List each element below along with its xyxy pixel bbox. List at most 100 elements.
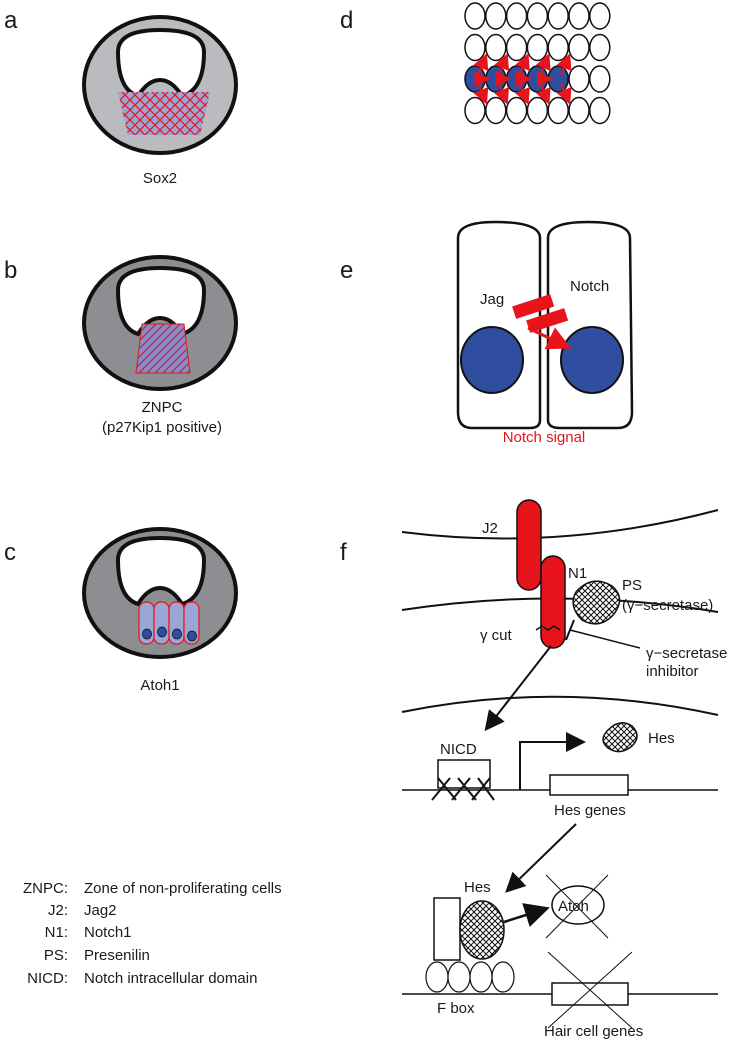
notch-signal-caption: Notch signal xyxy=(503,429,586,446)
n1-label: N1 xyxy=(568,565,587,582)
legend-meaning: Notch1 xyxy=(84,924,132,941)
n1-receptor xyxy=(540,555,566,649)
supporting-cell xyxy=(547,2,569,30)
legend-abbr: J2: xyxy=(48,902,68,919)
atoh-inhibition-arrow xyxy=(503,903,550,927)
ps-label: PS xyxy=(622,577,642,594)
legend-meaning: Jag2 xyxy=(84,902,117,919)
gamma-cut-label: γ cut xyxy=(480,627,513,644)
supporting-cell xyxy=(464,33,486,62)
panel-f-receptors xyxy=(516,499,641,649)
supporting-cell xyxy=(526,2,549,30)
hes-gene-box xyxy=(549,774,629,796)
gamma-cut-mark xyxy=(535,625,561,631)
legend-meaning: Presenilin xyxy=(84,947,150,964)
supporting-cell xyxy=(526,96,549,125)
supporting-cell xyxy=(547,96,569,125)
supporting-cell xyxy=(589,2,611,30)
supporting-cell xyxy=(505,96,528,125)
fbox-repeat xyxy=(491,961,515,993)
legend-abbr: ZNPC: xyxy=(23,880,68,897)
hes-protein-bound xyxy=(459,900,505,960)
znpc-domain xyxy=(135,323,191,374)
hes-repression-arrow xyxy=(505,823,577,893)
nucleus xyxy=(172,628,182,640)
signal-receiving-cell xyxy=(546,220,634,430)
nucleus xyxy=(157,626,167,638)
supporting-cell xyxy=(568,96,590,125)
fbox-label: F box xyxy=(437,1000,475,1017)
legend-meaning: Zone of non-proliferating cells xyxy=(84,880,282,897)
atoh-strike-b xyxy=(545,874,609,939)
panel-a-letter: a xyxy=(4,7,18,34)
supporting-cell xyxy=(505,33,528,62)
nucleus xyxy=(142,628,152,640)
legend-abbr: NICD: xyxy=(27,970,68,987)
panel-a-caption: Sox2 xyxy=(143,170,177,187)
hair-cell-gene-repression xyxy=(402,874,718,1029)
nuclear-membrane xyxy=(401,695,719,716)
notch-receptor xyxy=(526,308,569,333)
supporting-cell xyxy=(547,33,569,62)
atoh-label: Atoh xyxy=(558,898,589,915)
presenilin-blob xyxy=(572,580,621,625)
inhibitor-line xyxy=(569,629,641,649)
signal-arrow xyxy=(527,326,572,350)
hair-cell-genes-label: Hair cell genes xyxy=(544,1023,643,1040)
inhibitor-label-line2: inhibitor xyxy=(646,663,699,680)
supporting-cell xyxy=(568,2,590,30)
supporting-cell xyxy=(526,33,549,62)
sox2-domain xyxy=(118,92,210,135)
legend-meaning: Notch intracellular domain xyxy=(84,970,257,987)
panel-c-letter: c xyxy=(4,539,16,566)
supporting-cell xyxy=(464,96,486,125)
inhibitor-bar xyxy=(565,619,575,641)
panel-b-caption-line1: ZNPC xyxy=(142,399,183,416)
j2-ligand xyxy=(516,499,542,591)
supporting-cell xyxy=(485,2,507,30)
nicd-label: NICD xyxy=(440,741,477,758)
nicd-translocation-arrow xyxy=(484,645,552,732)
jag-label: Jag xyxy=(480,291,504,308)
supporting-cell xyxy=(589,33,611,62)
supporting-cell xyxy=(485,33,507,62)
supporting-cell xyxy=(568,33,590,62)
j2-label: J2 xyxy=(482,520,498,537)
fbox-repeat xyxy=(469,961,493,993)
panel-d-letter: d xyxy=(340,7,353,34)
hes-protein xyxy=(602,722,638,753)
fbox-repeat xyxy=(447,961,471,993)
hes-promoter xyxy=(402,722,718,801)
supporting-cell xyxy=(589,96,611,125)
nucleus-left xyxy=(460,326,524,394)
abbreviation-legend: ZNPC: Zone of non-proliferating cells J2… xyxy=(23,880,282,987)
membrane-upper xyxy=(401,509,719,540)
panel-b-letter: b xyxy=(4,257,17,284)
legend-abbr: N1: xyxy=(45,924,68,941)
lateral-inhibition-arrow xyxy=(556,53,572,76)
atoh1-hair-cells xyxy=(138,601,200,645)
hes-label-bottom: Hes xyxy=(464,879,491,896)
dna-binding-cross xyxy=(431,777,495,801)
hair-cell xyxy=(153,601,170,645)
fbox-repeat xyxy=(425,961,449,993)
panel-c-cochlea xyxy=(82,527,238,659)
panel-b-cochlea xyxy=(82,255,238,391)
supporting-cell xyxy=(464,2,486,30)
panel-e-letter: e xyxy=(340,257,353,284)
hair-cell xyxy=(547,65,569,93)
panel-b-caption-line2: (p27Kip1 positive) xyxy=(102,419,222,436)
inhibitor-label-line1: γ−secretase xyxy=(646,645,727,662)
nucleus xyxy=(187,630,197,642)
gamma-secretase-label: (γ−secretase) xyxy=(622,597,713,614)
supporting-cell xyxy=(568,65,590,93)
repressor-box xyxy=(433,897,461,961)
supporting-cell xyxy=(505,2,528,30)
nucleus-right xyxy=(560,326,624,394)
transcription-arrow xyxy=(519,732,586,790)
gene-strike-b xyxy=(547,951,633,1029)
panel-c-caption: Atoh1 xyxy=(140,677,179,694)
cell-grid xyxy=(464,2,611,125)
